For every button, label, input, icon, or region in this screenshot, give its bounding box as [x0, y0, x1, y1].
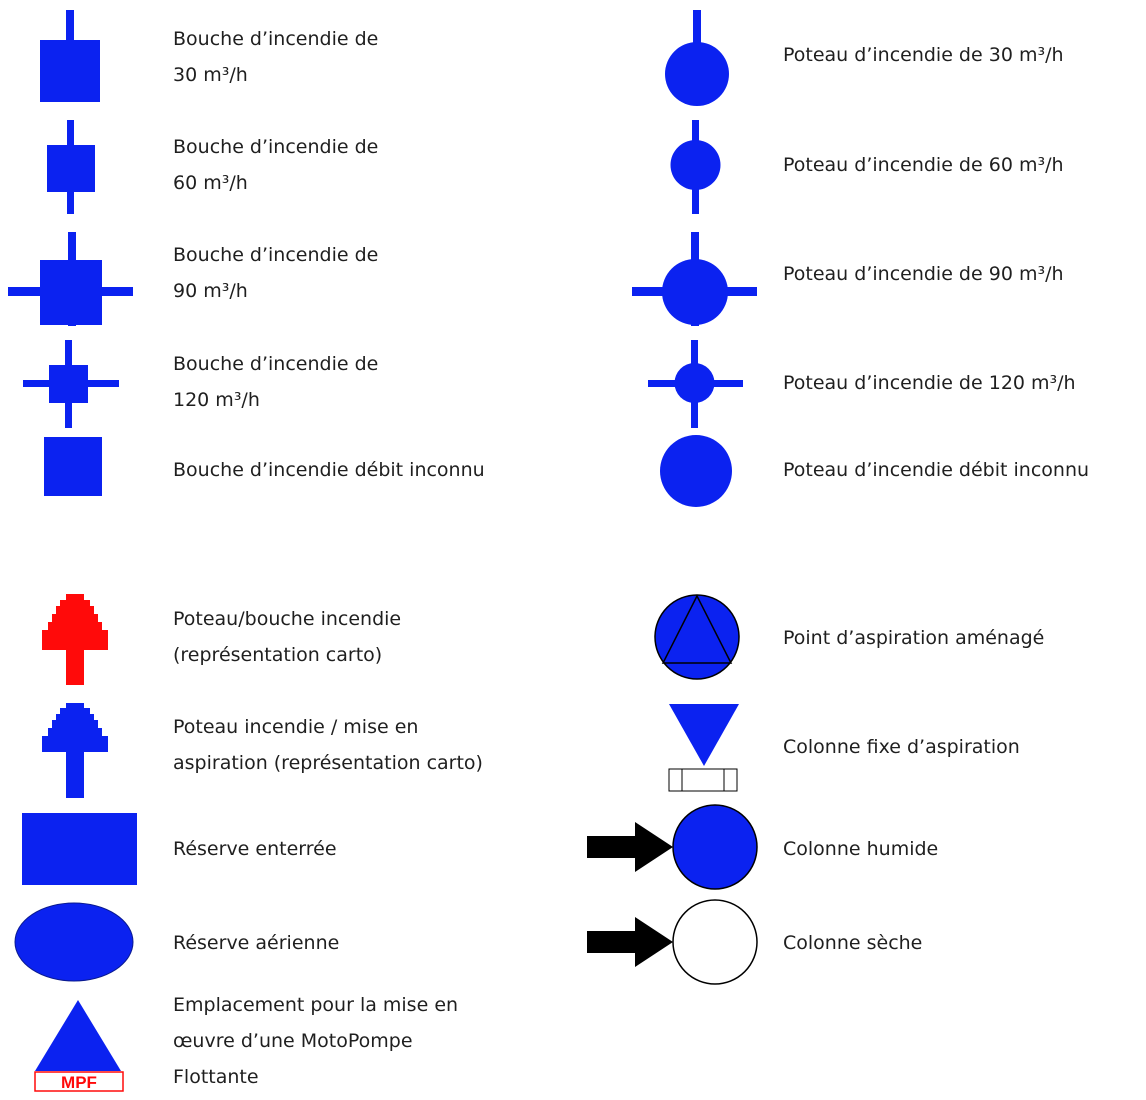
triangle-mpf-icon: MPF: [34, 1000, 124, 1092]
rectangle-reserve-icon: [22, 813, 137, 885]
label-poteau-120: Poteau d’incendie de 120 m³/h: [783, 372, 1076, 394]
square-hydrant-small-cross-icon: [23, 340, 119, 428]
label-reserve-aerienne: Réserve aérienne: [173, 932, 340, 954]
circle-hydrant-cross-icon: [632, 232, 757, 326]
label-carto-red: Poteau/bouche incendie(représentation ca…: [173, 608, 402, 666]
arrow-blue-circle-icon: [587, 804, 758, 890]
label-bouche-inconnu: Bouche d’incendie débit inconnu: [173, 459, 485, 481]
circle-hydrant-top-stem-icon: [665, 10, 729, 106]
ellipse-reserve-icon: [14, 902, 134, 982]
label-poteau-90: Poteau d’incendie de 90 m³/h: [783, 263, 1064, 285]
mpf-badge-text: MPF: [61, 1073, 97, 1092]
inverted-triangle-pipe-icon: [668, 704, 739, 792]
square-hydrant-plain-icon: [44, 437, 102, 496]
label-colonne-humide: Colonne humide: [783, 838, 939, 860]
label-reserve-enterree: Réserve enterrée: [173, 838, 337, 860]
arrow-white-circle-icon: [587, 899, 758, 985]
label-poteau-60: Poteau d’incendie de 60 m³/h: [783, 154, 1064, 176]
circle-hydrant-plain-icon: [660, 435, 732, 507]
square-hydrant-top-stem-icon: [40, 10, 100, 102]
square-hydrant-vertical-icon: [47, 120, 95, 214]
label-colonne-seche: Colonne sèche: [783, 932, 923, 954]
red-hydrant-icon: [42, 594, 108, 685]
label-colonne-fixe: Colonne fixe d’aspiration: [783, 736, 1020, 758]
circle-hydrant-small-cross-icon: [648, 340, 743, 428]
label-poteau-30: Poteau d’incendie de 30 m³/h: [783, 44, 1064, 66]
label-aspiration-amenage: Point d’aspiration aménagé: [783, 627, 1045, 649]
circle-hydrant-vertical-icon: [670, 120, 721, 214]
square-hydrant-cross-icon: [8, 232, 133, 326]
circle-triangle-icon: [654, 594, 740, 680]
label-poteau-inconnu: Poteau d’incendie débit inconnu: [783, 459, 1090, 481]
blue-hydrant-icon: [42, 703, 108, 798]
